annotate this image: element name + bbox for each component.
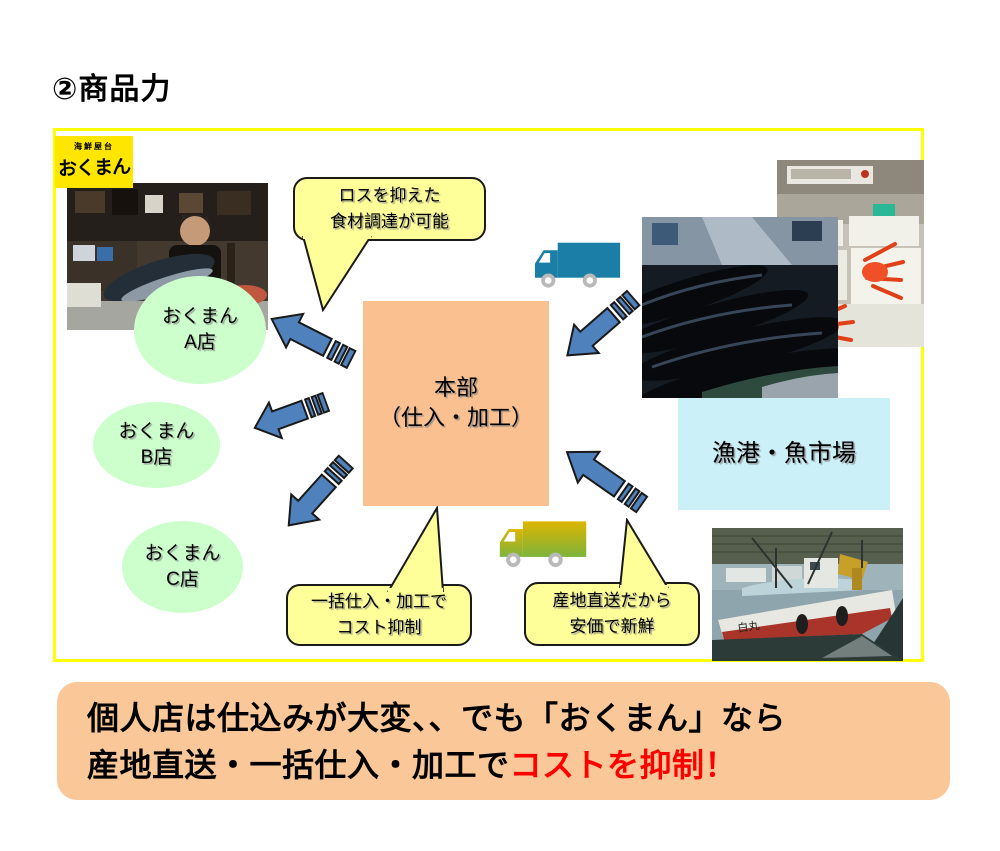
bubble-bulk-purchasing: 一括仕入・加工で コスト抑制	[286, 584, 472, 646]
photo-fishing-boat: 白丸	[712, 528, 903, 661]
bubble-loss-line2: 食材調達が可能	[330, 212, 449, 231]
store-ellipse-a: おくまん A店	[134, 276, 266, 384]
logo-title: おくまん	[57, 155, 131, 181]
bubble-bulk-line2: コスト抑制	[336, 618, 422, 637]
bubble-direct-shipping: 産地直送だから 安価で新鮮	[524, 582, 700, 646]
photo-fish-market-floor	[642, 217, 838, 398]
market-box: 漁港・魚市場	[678, 398, 890, 510]
bubble-loss-reduction: ロスを抑えた 食材調達が可能	[293, 177, 486, 241]
summary-line1: 個人店は仕込みが大変、、でも「おくまん」なら	[87, 700, 787, 736]
store-c-line1: おくまん	[144, 543, 221, 564]
bubble-loss-tail	[295, 235, 377, 313]
page-title: ②商品力	[52, 73, 172, 106]
market-label: 漁港・魚市場	[712, 440, 856, 467]
store-b-line1: おくまん	[118, 421, 195, 442]
bubble-bulk-line1: 一括仕入・加工で	[311, 592, 447, 611]
store-c-line2: C店	[166, 569, 199, 590]
truck-blue-icon	[530, 238, 627, 290]
store-b-line2: B店	[140, 447, 173, 468]
svg-text:白丸: 白丸	[736, 618, 760, 635]
bubble-loss-line1: ロスを抑えた	[338, 186, 441, 205]
bubble-bulk-tail	[384, 504, 448, 593]
hq-line1: 本部	[433, 375, 478, 400]
summary-line2-red: コストを抑制！	[509, 747, 738, 783]
hq-box: 本部 （仕入・加工）	[363, 301, 549, 506]
logo-subtitle: 海鮮屋台	[74, 142, 114, 151]
bubble-direct-line1: 産地直送だから	[552, 591, 672, 610]
store-a-line1: おくまん	[161, 306, 238, 327]
summary-line2: 産地直送・一括仕入・加工でコストを抑制！	[87, 742, 950, 789]
hq-line2: （仕入・加工）	[378, 405, 533, 430]
truck-green-icon	[496, 516, 592, 570]
okuman-logo: 海鮮屋台 おくまん	[55, 136, 133, 188]
store-ellipse-c: おくまん C店	[122, 521, 243, 613]
bubble-direct-line2: 安価で新鮮	[569, 617, 655, 636]
summary-banner: 個人店は仕込みが大変、、でも「おくまん」なら 産地直送・一括仕入・加工でコストを…	[57, 682, 950, 800]
bubble-direct-tail	[616, 516, 674, 590]
store-ellipse-b: おくまん B店	[93, 402, 220, 488]
store-a-line2: A店	[184, 332, 216, 353]
summary-line2-black: 産地直送・一括仕入・加工で	[87, 747, 510, 783]
